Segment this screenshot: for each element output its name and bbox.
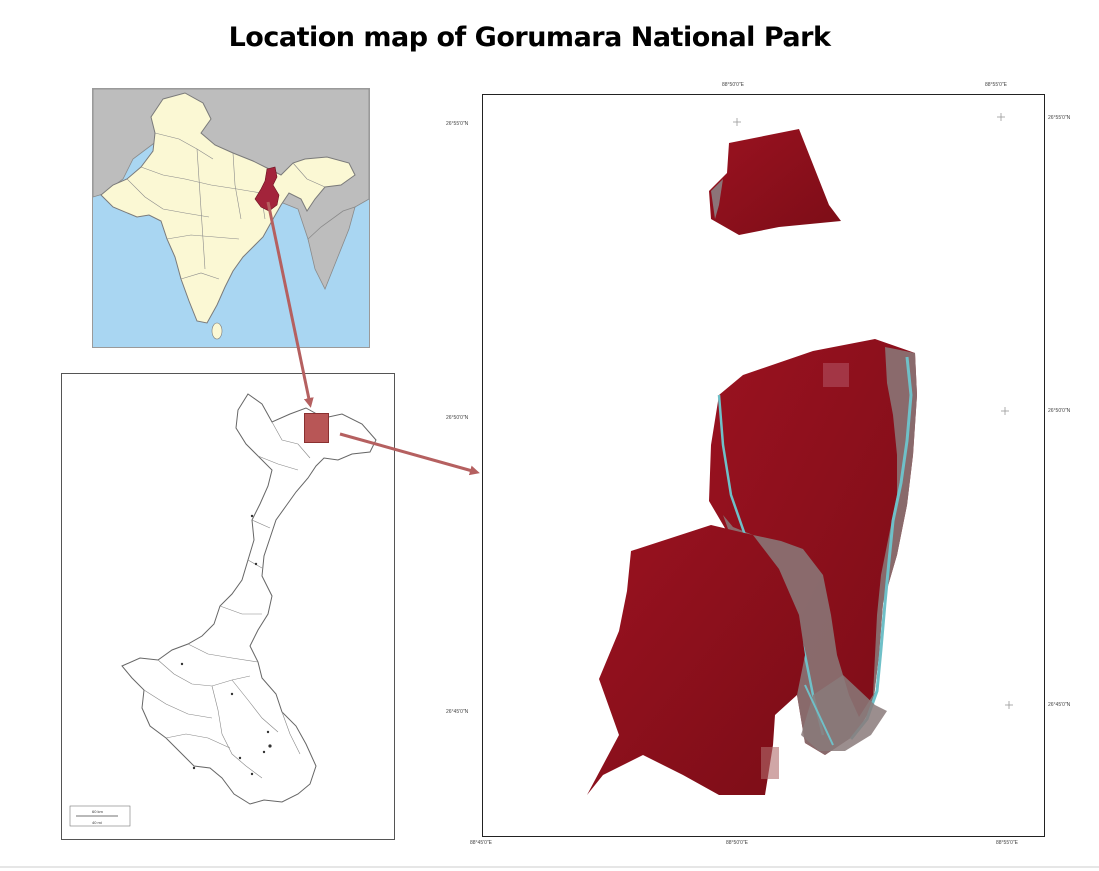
southern-floodplain <box>801 675 887 751</box>
clearing-patch <box>823 363 849 387</box>
bottom-tick-2: 88°50'0"E <box>726 840 748 846</box>
scale-bar: 60 km 40 mi <box>69 805 131 827</box>
scale-label-km: 60 km <box>92 809 104 814</box>
park-central-block <box>709 339 917 755</box>
graticule-crosses <box>733 113 1013 709</box>
park-north-block <box>709 129 841 235</box>
west-bengal-outline <box>121 393 377 805</box>
west-bengal-outline-map: 60 km 40 mi <box>61 373 395 840</box>
right-tick-3: 26°45'0"N <box>1048 702 1071 708</box>
top-tick-1: 88°50'0"E <box>722 82 744 88</box>
detail-satellite-map <box>482 94 1045 837</box>
park-locator-box <box>304 413 329 443</box>
right-tick-1: 26°55'0"N <box>1048 115 1071 121</box>
india-land <box>100 92 356 324</box>
scale-label-mi: 40 mi <box>92 820 102 825</box>
west-bengal-map-svg: 60 km 40 mi <box>69 393 377 827</box>
south-patch <box>761 747 779 779</box>
top-tick-2: 88°55'0"E <box>985 82 1007 88</box>
left-tick-3: 26°45'0"N <box>446 709 469 715</box>
bottom-tick-1: 88°45'0"E <box>470 840 492 846</box>
right-tick-2: 26°50'0"N <box>1048 408 1071 414</box>
north-block-edge <box>711 179 723 219</box>
left-tick-2: 26°50'0"N <box>446 415 469 421</box>
district-headquarters-dots <box>180 514 272 776</box>
india-inset-map <box>92 88 370 348</box>
left-tick-1: 26°55'0"N <box>446 121 469 127</box>
bottom-rule <box>0 866 1099 868</box>
detail-map-svg <box>587 113 1013 795</box>
india-map-svg <box>93 89 369 347</box>
river-channel-south <box>804 684 834 746</box>
page-title: Location map of Gorumara National Park <box>228 22 831 53</box>
india-state-borders <box>126 132 326 280</box>
river-channel-east <box>849 356 913 740</box>
myanmar-land <box>307 206 356 290</box>
bottom-tick-3: 88°55'0"E <box>996 840 1018 846</box>
park-southwest-block <box>587 525 805 795</box>
sri-lanka <box>211 322 223 340</box>
district-borders <box>143 421 311 779</box>
